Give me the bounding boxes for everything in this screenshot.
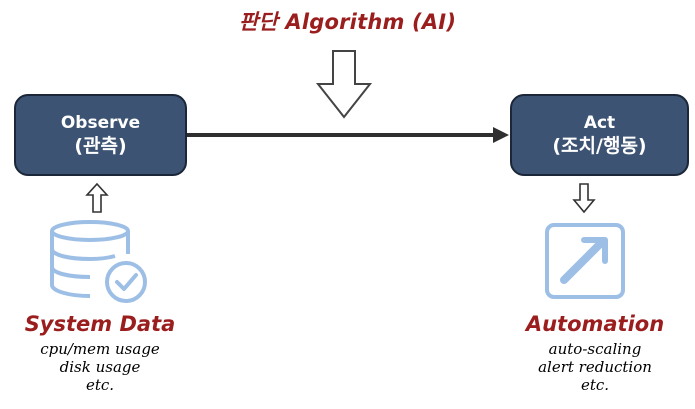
act-box: Act (조치/행동) bbox=[510, 94, 689, 176]
up-arrow-icon bbox=[85, 182, 109, 213]
expand-arrow-icon bbox=[545, 223, 625, 299]
down-small-arrow-icon bbox=[572, 183, 596, 214]
observe-label: Observe bbox=[60, 112, 141, 133]
down-arrow-icon bbox=[315, 50, 373, 119]
database-check-icon bbox=[50, 220, 147, 303]
automation-line: auto-scaling bbox=[548, 340, 642, 358]
automation-title: Automation bbox=[525, 312, 665, 336]
act-label: Act bbox=[583, 112, 616, 133]
diagram-title: 판단 Algorithm (AI) bbox=[238, 10, 457, 34]
observe-box: Observe (관측) bbox=[14, 94, 187, 176]
system-data-line: cpu/mem usage bbox=[40, 340, 160, 358]
system-data-line: disk usage bbox=[59, 358, 141, 376]
automation-line: etc. bbox=[580, 376, 610, 394]
automation-details: auto-scaling alert reduction etc. bbox=[500, 340, 690, 394]
automation-line: alert reduction bbox=[538, 358, 652, 376]
observe-sublabel: (관측) bbox=[74, 134, 127, 157]
act-sublabel: (조치/행동) bbox=[552, 134, 647, 157]
flow-arrow bbox=[187, 127, 509, 143]
system-data-title: System Data bbox=[24, 312, 176, 336]
system-data-details: cpu/mem usage disk usage etc. bbox=[10, 340, 190, 394]
system-data-line: etc. bbox=[85, 376, 115, 394]
